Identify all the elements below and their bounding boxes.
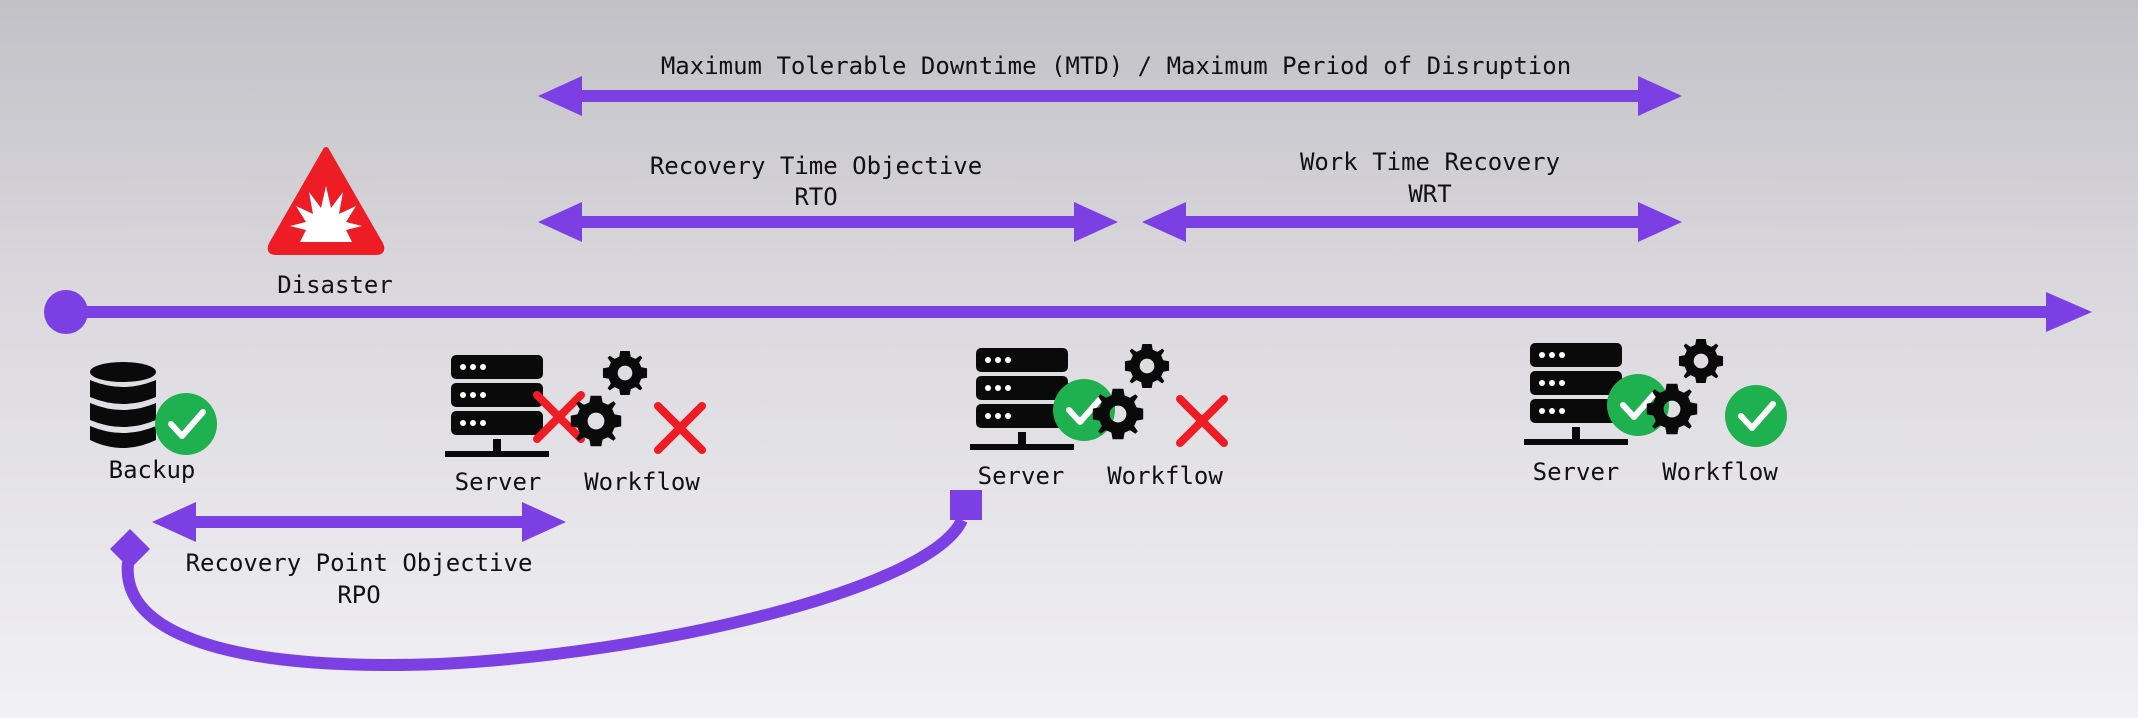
stage-1: Server Workflow — [445, 350, 706, 496]
server-label: Server — [978, 462, 1065, 490]
stage-3: Server Workflow — [1524, 338, 1787, 486]
mtd-label: Maximum Tolerable Downtime (MTD) / Maxim… — [661, 52, 1571, 80]
server-status-check-icon — [1053, 379, 1115, 441]
server-label: Server — [455, 468, 542, 496]
rpo-arrow — [152, 502, 566, 542]
rpo-label-line2: RPO — [337, 581, 380, 609]
workflow-label: Workflow — [1107, 462, 1223, 490]
rpo-label-line1: Recovery Point Objective — [186, 549, 533, 577]
workflow-label: Workflow — [1662, 458, 1778, 486]
rto-label-line1: Recovery Time Objective — [650, 152, 982, 180]
server-icon — [445, 355, 549, 457]
mtd-arrow — [538, 76, 1682, 116]
stages: Server Workflow Server Workflow Server Workfl… — [445, 338, 1787, 496]
rto-arrow — [538, 202, 1118, 242]
rto-label-line2: RTO — [794, 183, 837, 211]
wrt-label-line2: WRT — [1408, 180, 1451, 208]
wrt-arrow — [1142, 202, 1682, 242]
workflow-status-cross-icon — [1176, 395, 1228, 447]
server-label: Server — [1533, 458, 1620, 486]
workflow-label: Workflow — [584, 468, 700, 496]
backup-label: Backup — [109, 456, 196, 484]
workflow-status-check-icon — [1725, 385, 1787, 447]
server-icon — [970, 348, 1074, 450]
main-timeline — [44, 290, 2092, 334]
disaster-label: Disaster — [277, 271, 393, 299]
restore-curve-arrow — [110, 490, 982, 671]
backup-check-icon — [155, 393, 217, 455]
server-icon — [1524, 343, 1628, 445]
database-icon — [90, 362, 156, 448]
server-status-cross-icon — [533, 391, 585, 443]
workflow-status-cross-icon — [654, 402, 706, 454]
wrt-label-line1: Work Time Recovery — [1300, 148, 1560, 176]
server-status-check-icon — [1607, 374, 1669, 436]
stage-2: Server Workflow — [970, 343, 1228, 490]
disaster-alert-icon — [267, 147, 385, 255]
